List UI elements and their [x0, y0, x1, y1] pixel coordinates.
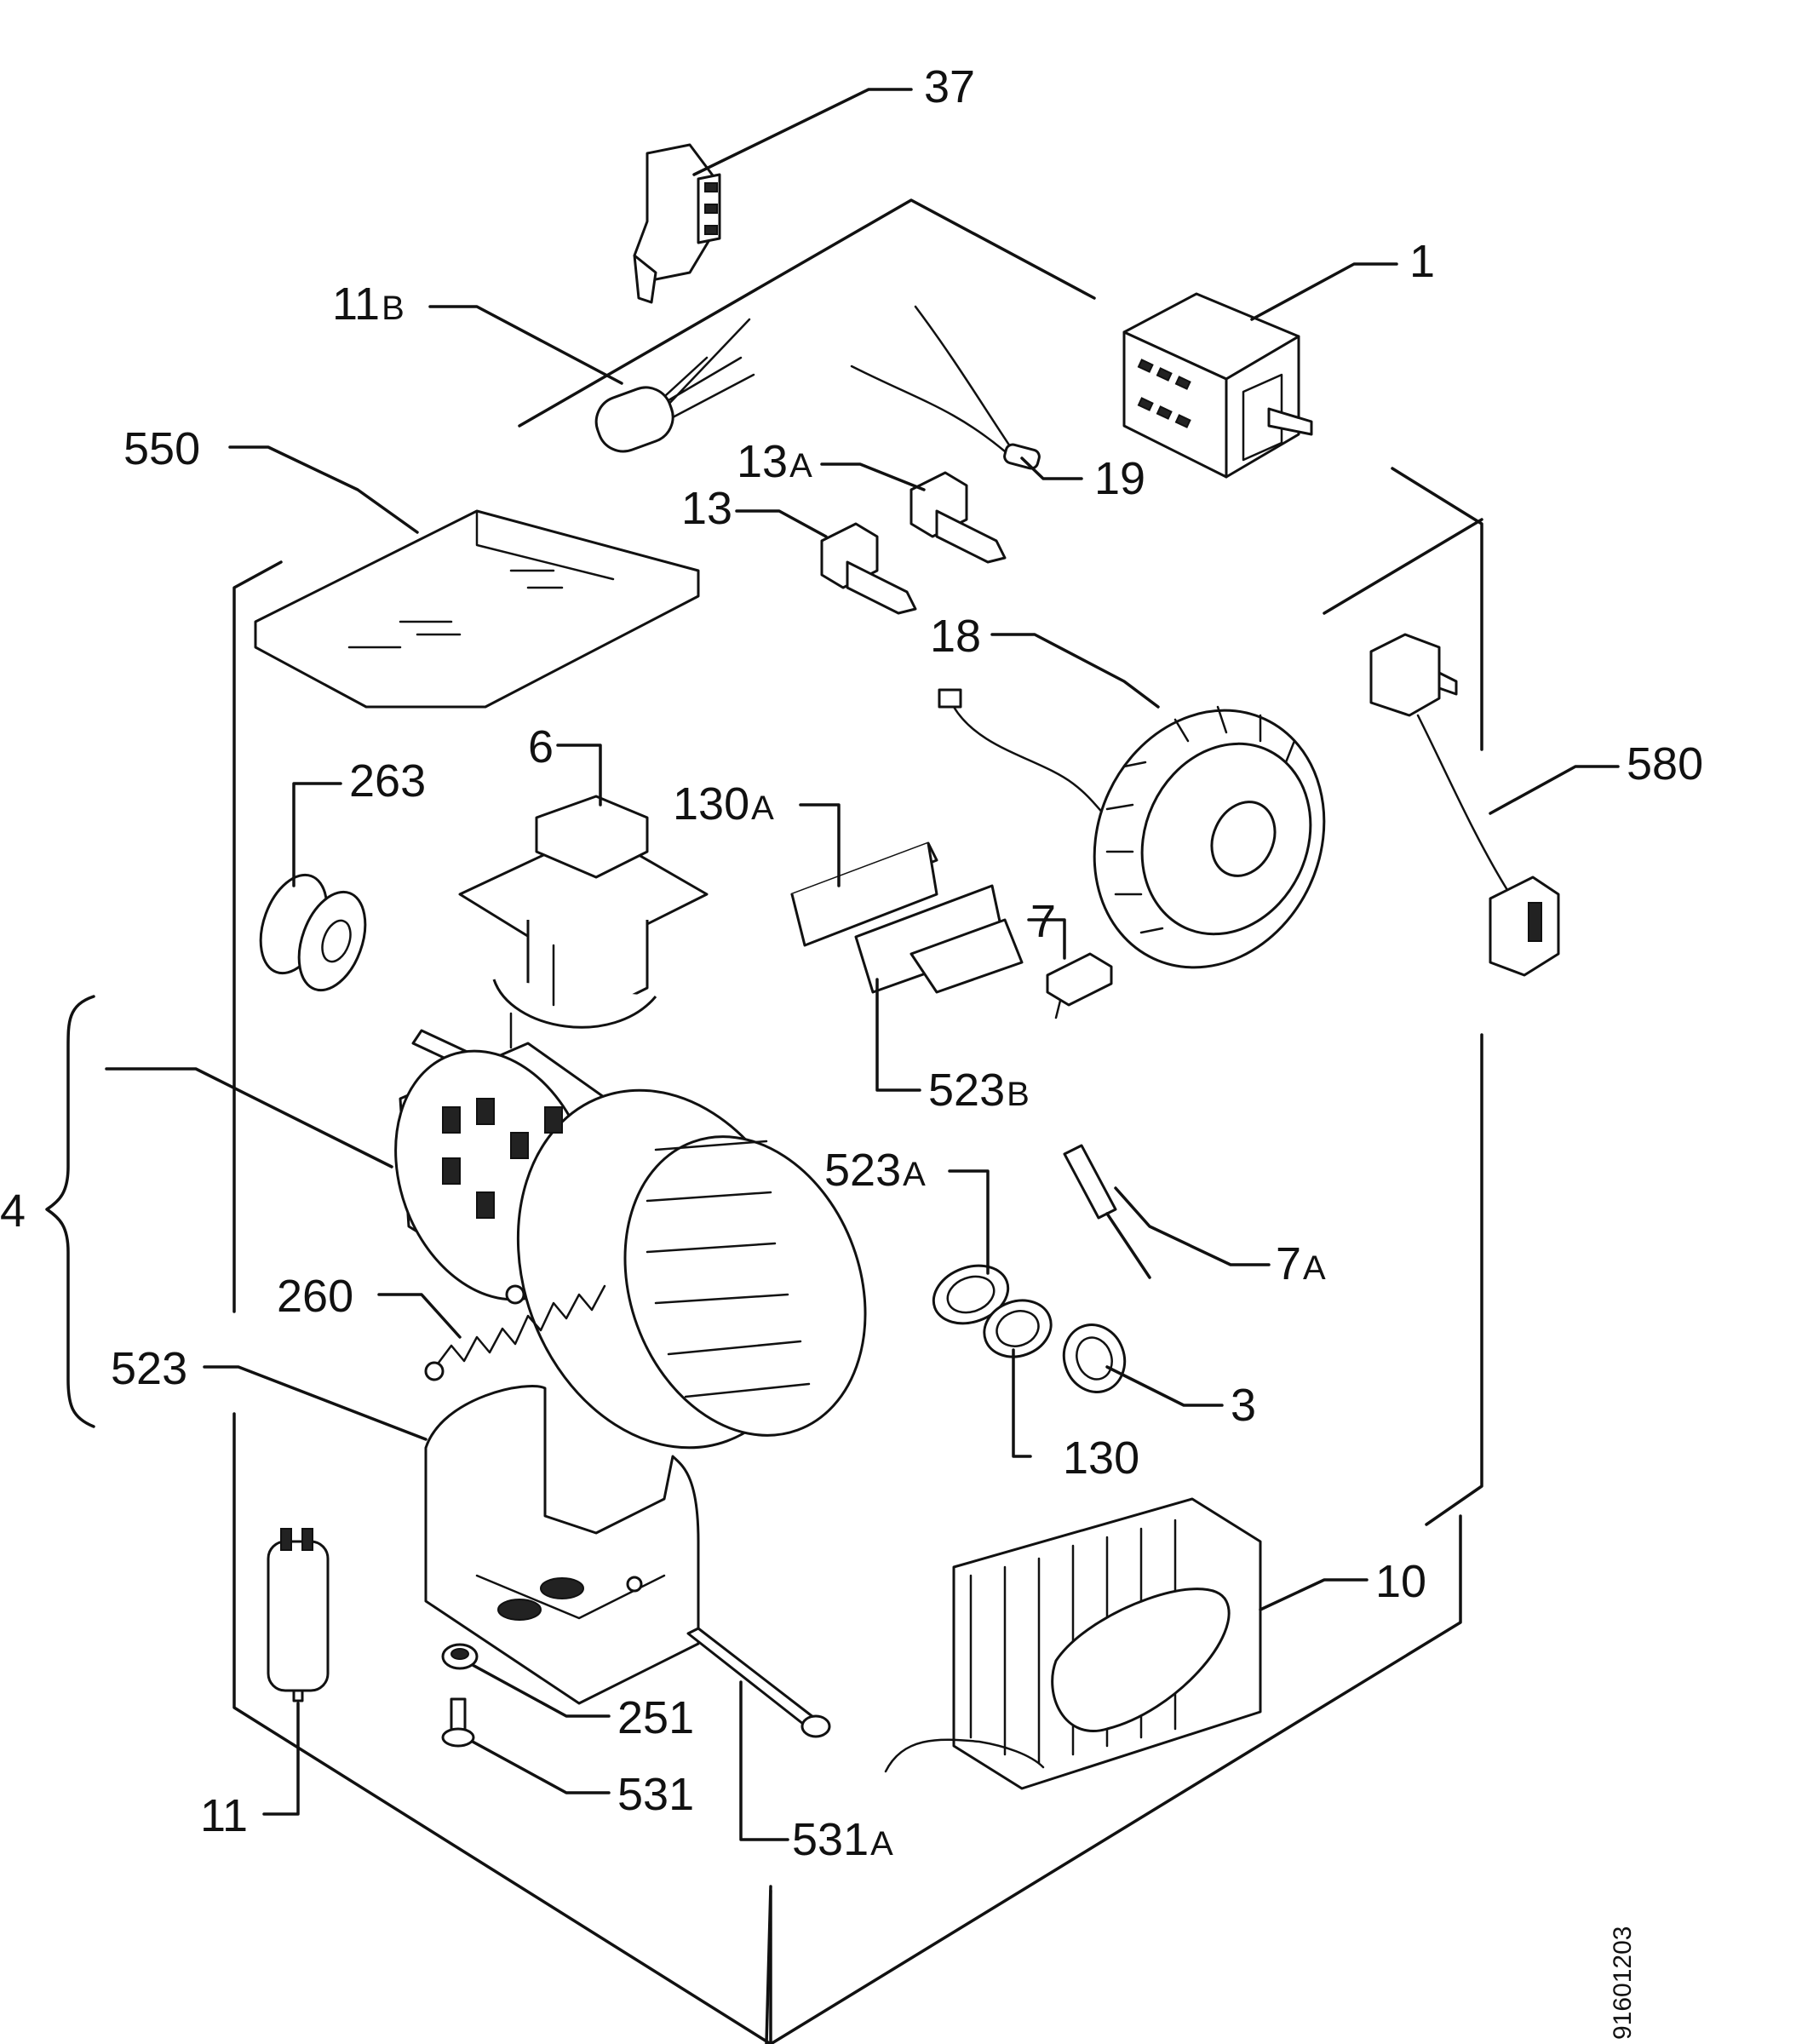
part-13a-connector	[909, 471, 1007, 564]
part-1-timer-switch	[1122, 292, 1313, 479]
part-19-sensor	[850, 305, 1041, 470]
callout-523a: 523A	[824, 1145, 926, 1196]
part-260-spring	[424, 1284, 606, 1381]
callout-531: 531	[617, 1769, 694, 1820]
callout-18: 18	[930, 611, 981, 662]
part-523-motor-cradle	[424, 1385, 700, 1705]
callout-6: 6	[528, 721, 554, 772]
part-550-cover-plate	[254, 509, 700, 709]
brace-4	[45, 995, 95, 1428]
part-523b-filter-bracket	[854, 884, 1024, 994]
part-18-fan-wheel	[938, 688, 1326, 969]
callout-550: 550	[123, 423, 200, 474]
part-4-motor-fan-assembly	[394, 1029, 867, 1450]
callout-11b: 11B	[332, 278, 405, 330]
callout-19: 19	[1094, 453, 1145, 504]
callout-130: 130	[1063, 1433, 1139, 1484]
part-251-nut	[441, 1643, 479, 1670]
callout-580: 580	[1627, 738, 1703, 789]
callout-13: 13	[681, 483, 732, 534]
part-7-thermostat	[1046, 952, 1113, 1019]
callout-3: 3	[1231, 1380, 1256, 1431]
callout-260: 260	[277, 1271, 353, 1322]
part-531a-bolt	[686, 1627, 831, 1738]
callout-7a: 7A	[1276, 1238, 1326, 1289]
part-11-capacitor	[267, 1528, 330, 1702]
callout-4: 4	[0, 1186, 26, 1237]
callout-251: 251	[617, 1692, 694, 1743]
cabinet-outline	[232, 198, 1483, 2044]
part-263-pulley	[259, 873, 367, 992]
part-37-connector-bracket	[633, 143, 721, 304]
callout-130a: 130A	[673, 778, 774, 830]
part-13-connector	[820, 522, 917, 615]
callout-523: 523	[111, 1343, 187, 1394]
drawing-code: 91601203	[1609, 1926, 1637, 2040]
part-3-bearing	[1062, 1323, 1127, 1393]
part-130-seal	[983, 1299, 1053, 1358]
callout-37: 37	[924, 61, 975, 112]
part-7a-probe	[1063, 1144, 1151, 1279]
part-580-door-switch	[1369, 633, 1560, 977]
part-11b-capacitor	[594, 318, 755, 453]
leader-lines	[105, 88, 1620, 1841]
part-531-screw	[441, 1697, 475, 1748]
callout-531a: 531A	[792, 1814, 893, 1865]
callout-263: 263	[349, 755, 426, 807]
callout-13a: 13A	[737, 436, 812, 487]
callout-1: 1	[1409, 236, 1435, 287]
callout-labels: 37 1 11B 550 13A 19 13 18 580 6 263 130A…	[0, 61, 1703, 1865]
callout-7: 7	[1030, 896, 1056, 947]
part-523a-ring	[932, 1264, 1010, 1325]
part-130a-gasket	[790, 841, 938, 947]
part-6-pump	[458, 795, 709, 1049]
callout-10: 10	[1375, 1556, 1426, 1607]
callout-11: 11	[200, 1790, 248, 1841]
callout-523b: 523B	[928, 1065, 1030, 1116]
part-10-heater	[884, 1497, 1262, 1790]
